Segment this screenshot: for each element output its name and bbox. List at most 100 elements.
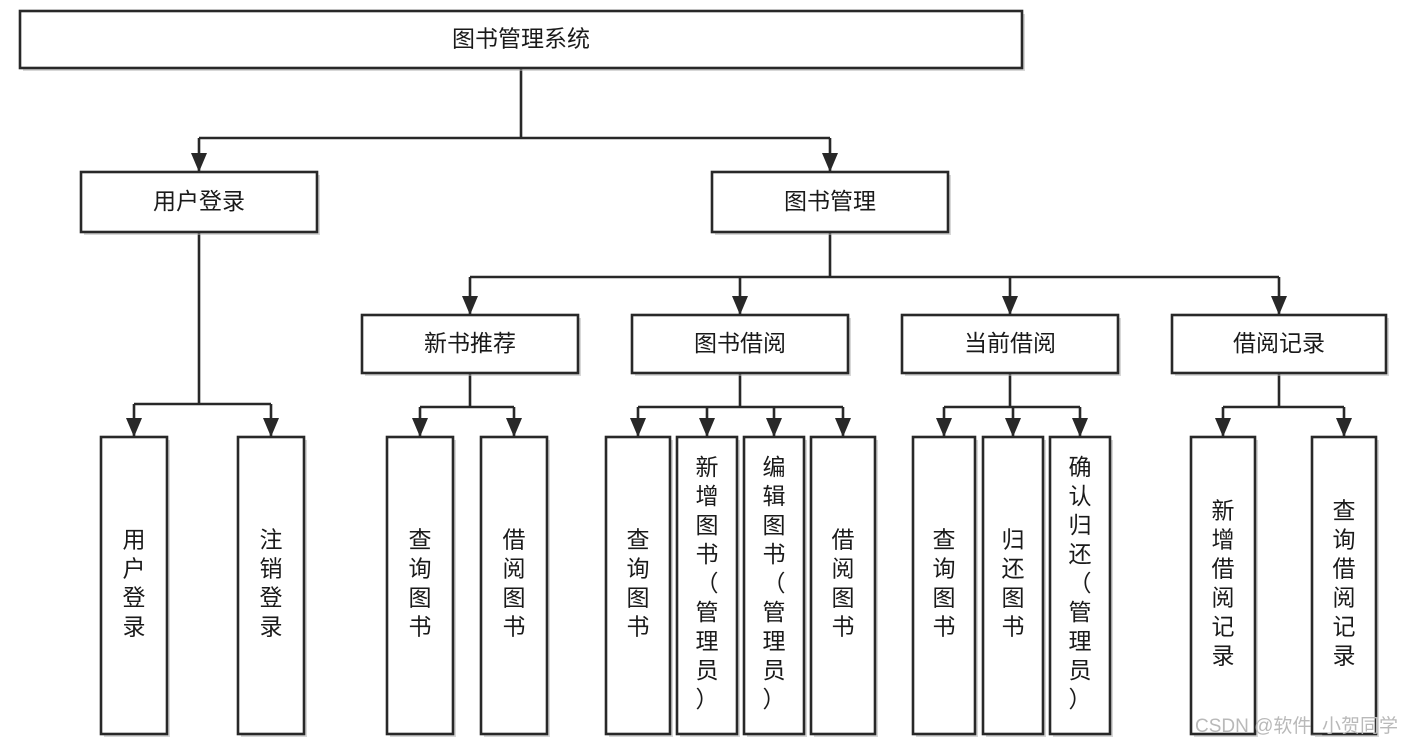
- node-current-borrow[interactable]: 当前借阅: [900, 313, 1121, 376]
- node-leaf-borrow-book-1[interactable]: 借阅图书: [479, 435, 550, 737]
- node-box[interactable]: [911, 435, 977, 736]
- node-box[interactable]: [236, 435, 306, 736]
- arrow-head-icon: [462, 296, 478, 315]
- watermark-layer: CSDN @软件_小贺同学: [1195, 715, 1398, 737]
- node-label: 归还图书: [1002, 527, 1025, 640]
- arrow-head-icon: [822, 153, 838, 172]
- arrow-head-shape: [699, 418, 715, 437]
- node-leaf-user-logout[interactable]: 注销登录: [236, 435, 307, 737]
- arrow-head-shape: [126, 418, 142, 437]
- node-leaf-query-borrow-record[interactable]: 查询借阅记录: [1310, 435, 1379, 737]
- arrow-head-shape: [1271, 296, 1287, 315]
- arrow-head-icon: [126, 418, 142, 437]
- arrow-head-icon: [412, 418, 428, 437]
- arrow-head-icon: [1271, 296, 1287, 315]
- arrow-head-shape: [630, 418, 646, 437]
- node-book-management[interactable]: 图书管理: [710, 170, 951, 235]
- arrow-head-shape: [1002, 296, 1018, 315]
- node-label: 图书管理系统: [452, 26, 590, 52]
- node-label: 当前借阅: [964, 330, 1056, 356]
- node-label: 借阅图书: [832, 527, 855, 640]
- node-box[interactable]: [1310, 435, 1378, 736]
- node-label: 编辑图书（管理员）: [763, 454, 786, 712]
- arrow-head-icon: [1072, 418, 1088, 437]
- node-label: 新增图书（管理员）: [696, 454, 719, 712]
- node-box[interactable]: [809, 435, 877, 736]
- node-new-book-recommend[interactable]: 新书推荐: [360, 313, 581, 376]
- arrow-head-shape: [822, 153, 838, 172]
- node-leaf-return-book[interactable]: 归还图书: [981, 435, 1046, 737]
- node-label: 图书管理: [784, 188, 876, 214]
- node-label: 新书推荐: [424, 330, 516, 356]
- connector-layer: [126, 68, 1352, 437]
- node-box[interactable]: [79, 170, 319, 234]
- node-box[interactable]: [981, 435, 1045, 736]
- node-leaf-confirm-return-admin[interactable]: 确认归还（管理员）: [1048, 435, 1113, 737]
- node-label: 图书借阅: [694, 330, 786, 356]
- node-box[interactable]: [742, 435, 806, 736]
- arrow-head-shape: [263, 418, 279, 437]
- arrow-head-shape: [506, 418, 522, 437]
- node-label: 查询图书: [627, 527, 650, 640]
- arrow-head-shape: [1072, 418, 1088, 437]
- node-box[interactable]: [604, 435, 672, 736]
- arrow-head-icon: [699, 418, 715, 437]
- node-box[interactable]: [1189, 435, 1257, 736]
- arrow-head-icon: [1215, 418, 1231, 437]
- node-box[interactable]: [99, 435, 169, 736]
- arrow-head-shape: [766, 418, 782, 437]
- node-box[interactable]: [18, 9, 1024, 70]
- node-box[interactable]: [900, 313, 1120, 375]
- arrow-head-shape: [412, 418, 428, 437]
- arrow-head-icon: [732, 296, 748, 315]
- node-user-login[interactable]: 用户登录: [79, 170, 320, 235]
- node-layer: 图书管理系统用户登录图书管理新书推荐图书借阅当前借阅借阅记录用户登录注销登录查询…: [18, 9, 1389, 737]
- node-box[interactable]: [479, 435, 549, 736]
- node-label: 注销登录: [260, 527, 283, 640]
- node-label: 确认归还（管理员）: [1069, 454, 1092, 712]
- node-box[interactable]: [630, 313, 850, 375]
- arrow-head-icon: [1005, 418, 1021, 437]
- arrow-head-icon: [766, 418, 782, 437]
- node-leaf-borrow-book-2[interactable]: 借阅图书: [809, 435, 878, 737]
- node-root[interactable]: 图书管理系统: [18, 9, 1025, 71]
- node-label: 查询图书: [933, 527, 956, 640]
- arrow-head-shape: [732, 296, 748, 315]
- arrow-head-icon: [1002, 296, 1018, 315]
- arrow-head-icon: [191, 153, 207, 172]
- node-box[interactable]: [675, 435, 739, 736]
- node-leaf-add-borrow-record[interactable]: 新增借阅记录: [1189, 435, 1258, 737]
- node-label: 借阅记录: [1233, 330, 1325, 356]
- node-label: 用户登录: [123, 527, 146, 640]
- arrow-head-shape: [1336, 418, 1352, 437]
- node-label: 用户登录: [153, 188, 245, 214]
- arrow-head-icon: [630, 418, 646, 437]
- arrow-head-shape: [191, 153, 207, 172]
- arrow-head-shape: [1005, 418, 1021, 437]
- node-box[interactable]: [1048, 435, 1112, 736]
- node-label: 新增借阅记录: [1212, 498, 1235, 669]
- csdn-watermark: CSDN @软件_小贺同学: [1195, 715, 1398, 737]
- arrow-head-icon: [1336, 418, 1352, 437]
- node-book-borrow[interactable]: 图书借阅: [630, 313, 851, 376]
- arrow-head-shape: [936, 418, 952, 437]
- node-leaf-user-login[interactable]: 用户登录: [99, 435, 170, 737]
- node-borrow-record[interactable]: 借阅记录: [1170, 313, 1389, 376]
- node-leaf-edit-book-admin[interactable]: 编辑图书（管理员）: [742, 435, 807, 737]
- arrow-head-shape: [462, 296, 478, 315]
- node-box[interactable]: [385, 435, 455, 736]
- arrow-head-icon: [835, 418, 851, 437]
- node-leaf-query-book-1[interactable]: 查询图书: [385, 435, 456, 737]
- node-leaf-query-book-2[interactable]: 查询图书: [604, 435, 673, 737]
- node-box[interactable]: [710, 170, 950, 234]
- node-box[interactable]: [360, 313, 580, 375]
- node-label: 查询图书: [409, 527, 432, 640]
- node-leaf-query-book-3[interactable]: 查询图书: [911, 435, 978, 737]
- node-box[interactable]: [1170, 313, 1388, 375]
- node-label: 借阅图书: [503, 527, 526, 640]
- arrow-head-shape: [835, 418, 851, 437]
- node-leaf-add-book-admin[interactable]: 新增图书（管理员）: [675, 435, 740, 737]
- node-label: 查询借阅记录: [1333, 498, 1356, 669]
